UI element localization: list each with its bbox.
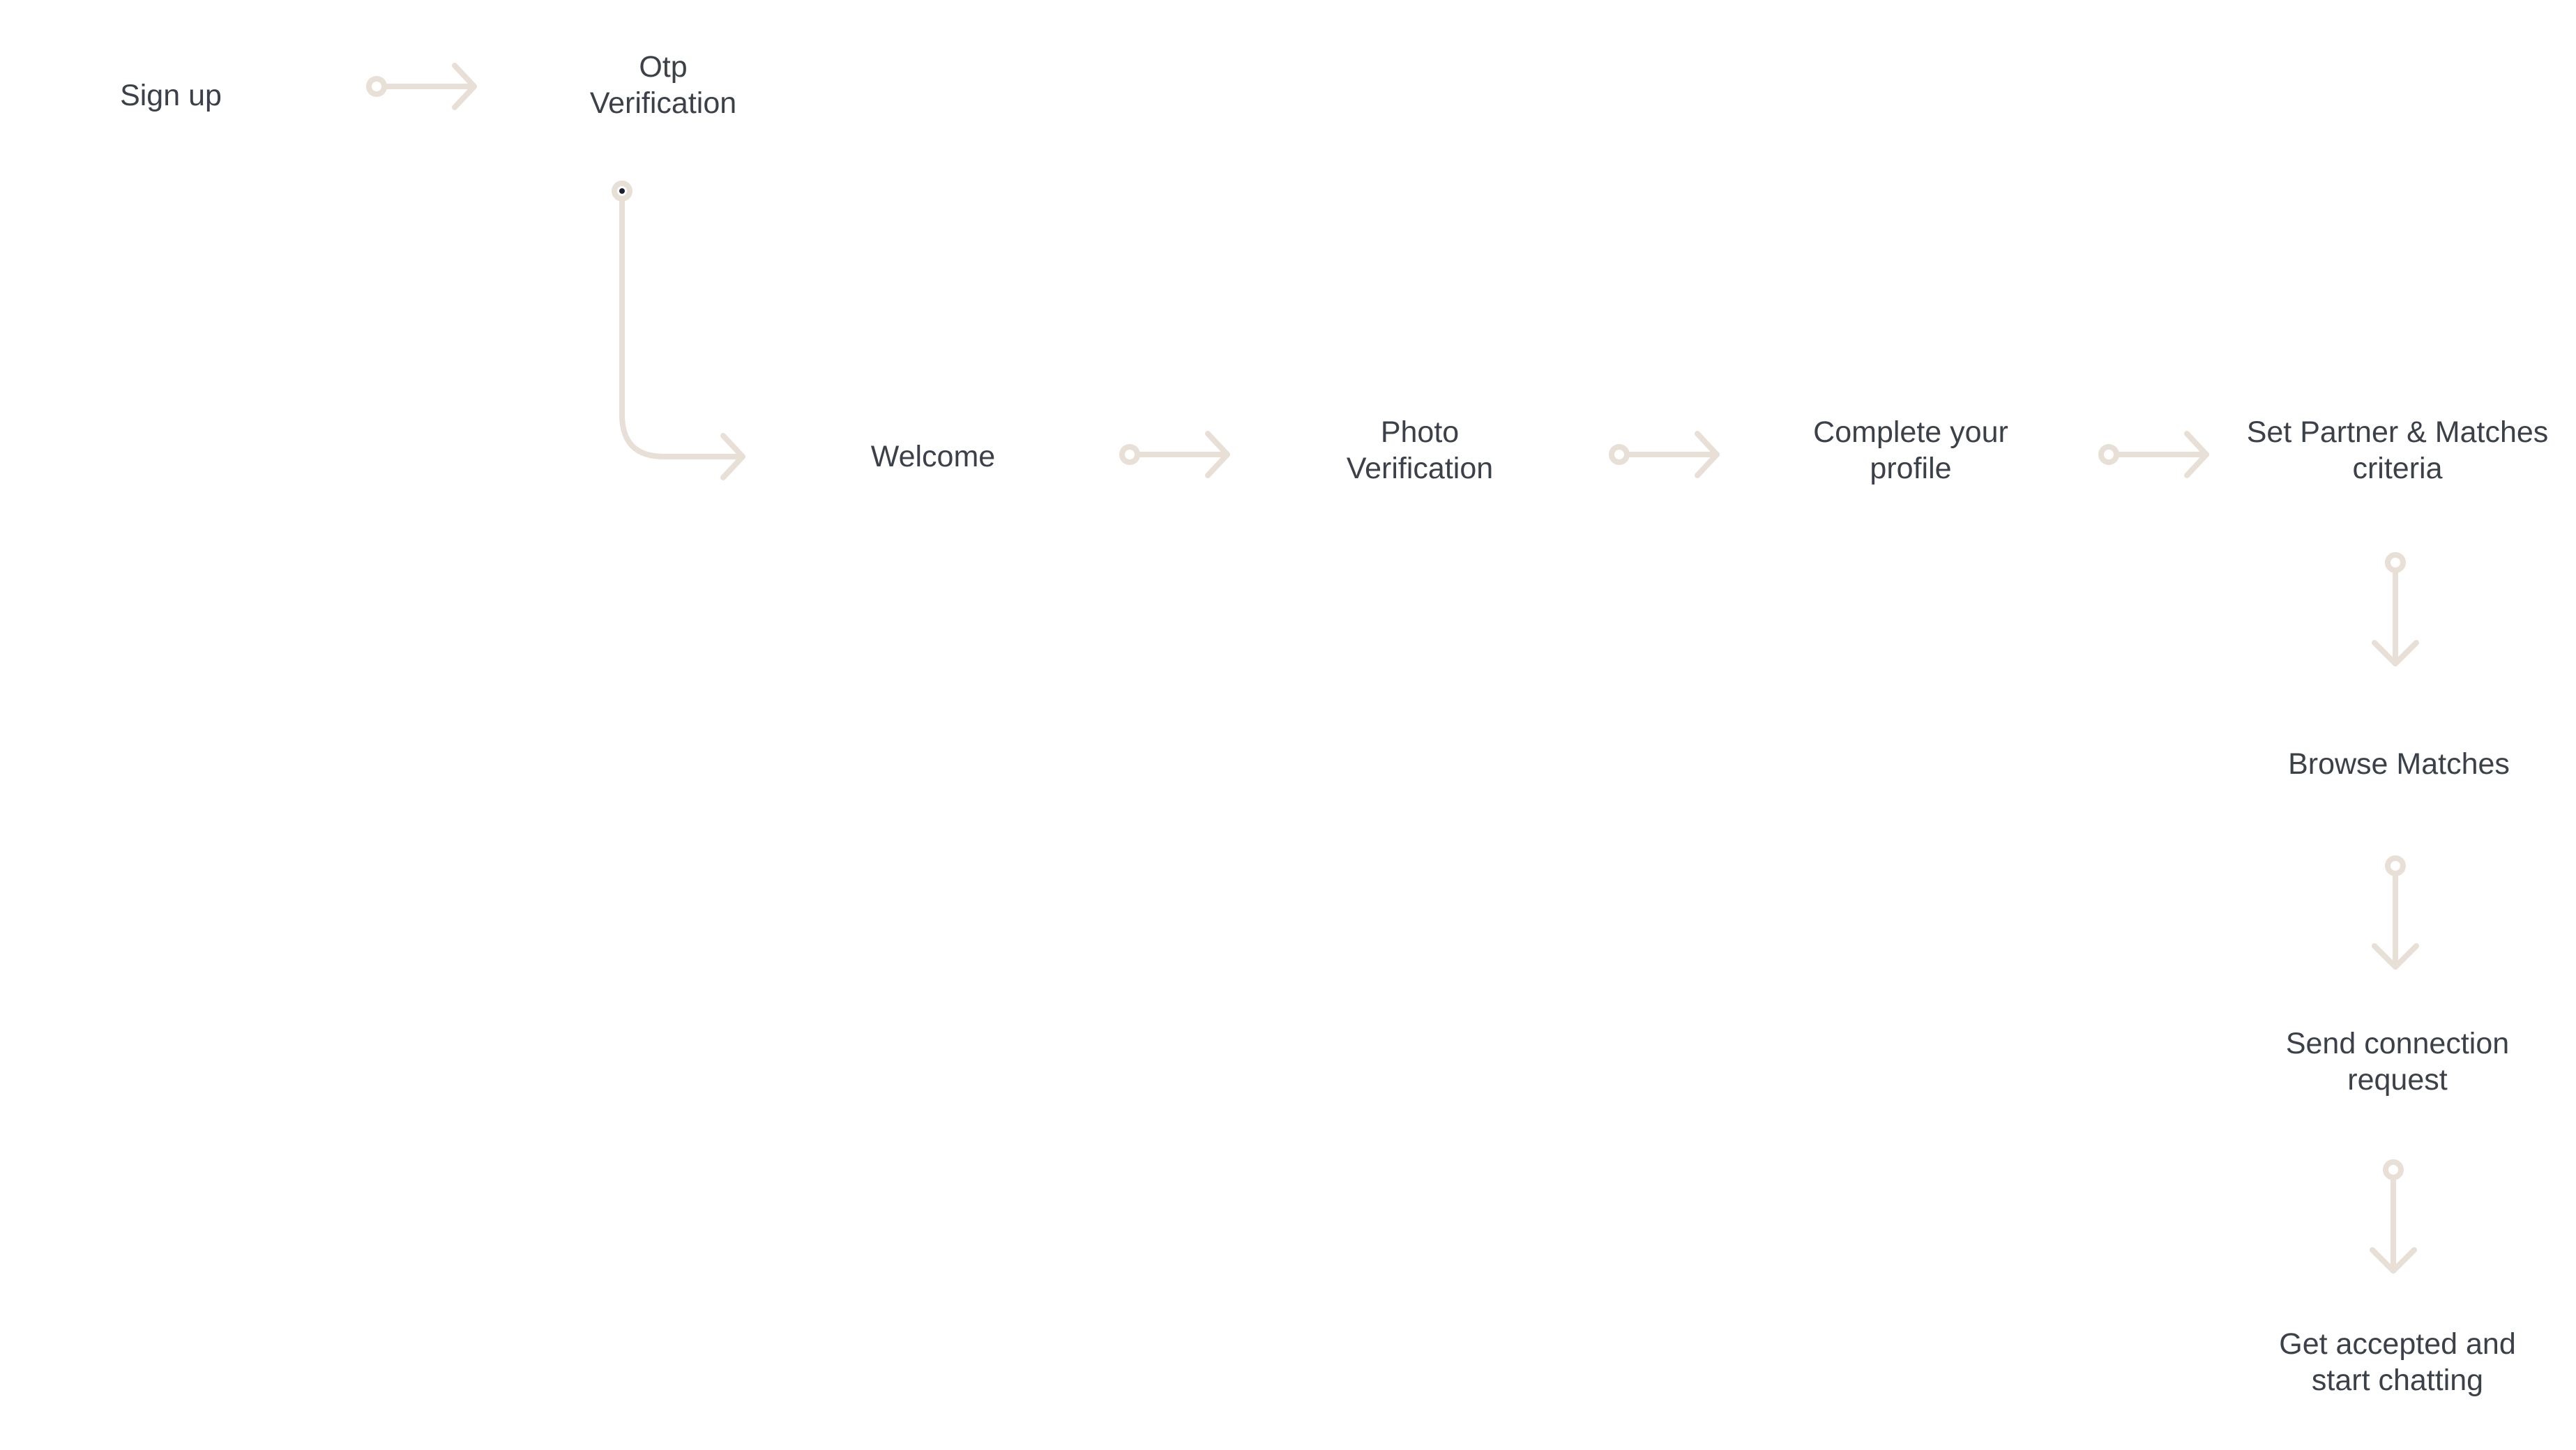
step-otp-label-line1: Otp	[639, 50, 688, 84]
arrow-request-to-chat	[2370, 1159, 2417, 1274]
step-start-chatting: Get accepted and start chatting	[2279, 1326, 2515, 1398]
step-sign-up: Sign up	[120, 77, 222, 114]
step-send-request: Send connection request	[2286, 1025, 2509, 1098]
step-otp-verification: Otp Verification	[590, 49, 736, 121]
step-complete-profile: Complete your profile	[1813, 414, 2008, 487]
step-welcome-label: Welcome	[870, 440, 996, 473]
step-photo-label-line2: Verification	[1346, 452, 1494, 485]
arrow-otp-to-welcome	[612, 181, 745, 480]
step-request-label-line2: request	[2347, 1063, 2448, 1097]
step-photo-label-line1: Photo	[1380, 415, 1460, 449]
step-profile-label-line1: Complete your	[1813, 415, 2008, 449]
arrow-profile-to-criteria	[2098, 431, 2209, 478]
step-sign-up-label: Sign up	[120, 79, 222, 112]
step-otp-label-line2: Verification	[589, 86, 737, 120]
arrow-criteria-to-browse	[2372, 552, 2419, 666]
step-criteria-label-line1: Set Partner & Matches	[2246, 415, 2549, 449]
step-welcome: Welcome	[871, 438, 995, 475]
step-chat-label-line2: start chatting	[2311, 1364, 2484, 1397]
step-browse-label: Browse Matches	[2288, 747, 2510, 781]
arrow-welcome-to-photo	[1119, 431, 1230, 478]
step-chat-label-line1: Get accepted and	[2279, 1327, 2516, 1361]
arrow-signup-to-otp	[366, 63, 477, 110]
elbow-start-dot	[619, 188, 625, 194]
arrow-browse-to-request	[2372, 855, 2419, 970]
step-request-label-line1: Send connection	[2285, 1027, 2510, 1060]
step-criteria-label-line2: criteria	[2352, 452, 2443, 485]
step-set-criteria: Set Partner & Matches criteria	[2247, 414, 2549, 487]
arrow-photo-to-profile	[1609, 431, 1720, 478]
step-profile-label-line2: profile	[1870, 452, 1952, 485]
step-photo-verification: Photo Verification	[1347, 414, 1493, 487]
step-browse-matches: Browse Matches	[2288, 746, 2510, 782]
